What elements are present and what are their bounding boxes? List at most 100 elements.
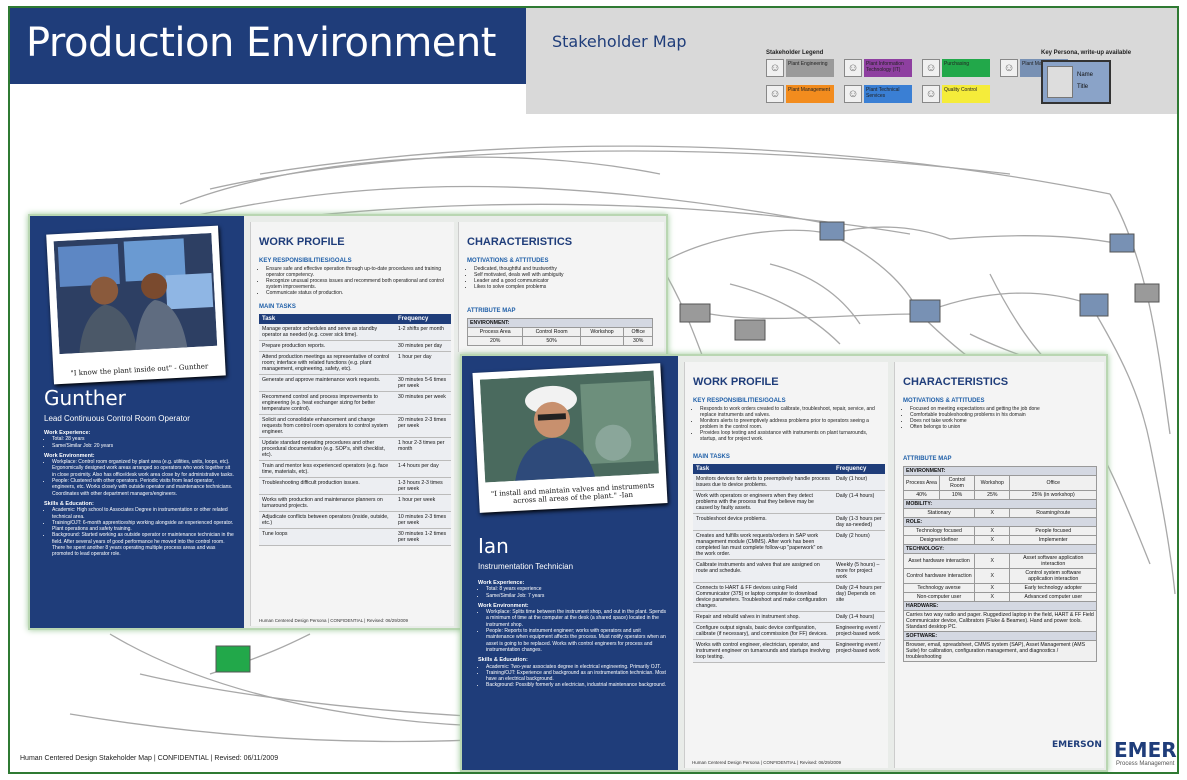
key-persona-title: Key Persona, write-up available [1041, 50, 1132, 56]
env-col: Workshop [579, 327, 625, 337]
table-row: Monitors devices for alerts to preemptiv… [693, 474, 885, 491]
ian-motiv-title: MOTIVATIONS & ATTITUDES [903, 398, 985, 404]
task-cell: Troubleshooting difficult production iss… [259, 477, 395, 495]
gunther-env-workplace: Workplace: Control room organized by pla… [52, 459, 234, 478]
freq-cell: 1-3 hours 2-3 times per week [395, 477, 451, 495]
title-bar: Production Environment [10, 8, 526, 84]
ian-motiv-list: Focused on meeting expectations and gett… [903, 406, 1097, 430]
ian-attr-title: ATTRIBUTE MAP [903, 456, 952, 462]
node-purchasing[interactable] [215, 645, 251, 673]
node-maintenance[interactable] [1109, 233, 1135, 253]
freq-cell: Daily (1-3 hours per day as-needed) [833, 513, 885, 531]
person-icon: ☺ [844, 59, 862, 77]
table-row: Calibrate instruments and valves that ar… [693, 559, 885, 583]
mobility-label: MOBILITY: [903, 499, 1097, 509]
table-row: Repair and rebuild valves in instrument … [693, 611, 885, 623]
table-row: Troubleshooting difficult production iss… [259, 477, 451, 495]
node-operator[interactable] [1079, 293, 1109, 317]
gunther-work-exp-total: Total: 28 years [52, 436, 234, 442]
ian-motiv-item: Focused on meeting expectations and gett… [910, 406, 1097, 412]
gunther-work-profile-title: WORK PROFILE [259, 236, 345, 248]
env-val: 30% [623, 336, 653, 346]
ian-details: Work Experience: Total: 8 years experien… [478, 576, 668, 689]
persona-photo-placeholder [1047, 66, 1073, 98]
task-cell: Monitors devices for alerts to preemptiv… [693, 474, 833, 491]
env-val: 25% [974, 490, 1011, 500]
node-engineer[interactable] [909, 299, 941, 323]
role-label: ROLE: [903, 517, 1097, 527]
gunther-key-resp-title: KEY RESPONSIBILITIES/GOALS [259, 258, 352, 264]
role-mark: X [974, 535, 1011, 545]
persona-card-gunther: "I know the plant inside out" - Gunther … [28, 214, 668, 630]
node-manager[interactable] [819, 221, 845, 241]
ian-key-resp-item: Monitors alerts to preemptively address … [700, 418, 883, 430]
person-icon: ☺ [1000, 59, 1018, 77]
legend-item: ☺Quality Control [922, 84, 998, 104]
freq-cell: Weekly (5 hours) – more for project work [833, 559, 885, 583]
person-icon: ☺ [766, 85, 784, 103]
gunther-key-resp-item: Ensure safe and effective operation thro… [266, 266, 449, 278]
task-cell: Attend production meetings as representa… [259, 351, 395, 375]
persona-card-ian: "I install and maintain valves and instr… [460, 354, 1108, 772]
freq-cell: Engineering event / project-based work [833, 622, 885, 640]
env-col: Control Room [938, 475, 976, 491]
node-planner[interactable] [679, 303, 711, 323]
env-val: 40% [903, 490, 940, 500]
task-cell: Tune loops [259, 528, 395, 546]
ian-attr-table: ENVIRONMENT: Process Area Control Room W… [902, 466, 1097, 662]
hardware-text: Carries two way radio and pager. Ruggedi… [903, 610, 1097, 632]
gunther-env-title: Work Environment: [44, 452, 95, 459]
ian-profile: "I install and maintain valves and instr… [462, 356, 678, 770]
freq-cell: 1 hour per day [395, 351, 451, 375]
legend-label: Plant Management [786, 85, 834, 103]
task-cell: Prepare production reports. [259, 340, 395, 352]
gunther-motiv-item: Dedicated, thoughtful and trustworthy [474, 266, 657, 272]
task-col-header: Task [259, 314, 395, 324]
gunther-work-exp-same: Same/Similar Job: 20 years [52, 443, 234, 449]
mobility-mark: X [974, 508, 1011, 518]
env-col: Office [1009, 475, 1097, 491]
ian-env-title: Work Environment: [478, 602, 529, 609]
ian-name: Ian [478, 534, 509, 558]
env-label: ENVIRONMENT: [467, 318, 653, 328]
table-row: Prepare production reports.30 minutes pe… [259, 340, 451, 352]
task-cell: Train and mentor less experienced operat… [259, 460, 395, 478]
task-cell: Troubleshoot device problems. [693, 513, 833, 531]
gunther-motiv-item: Self motivated, deals well with ambiguit… [474, 272, 657, 278]
ian-photo: "I install and maintain valves and instr… [472, 363, 668, 513]
freq-col-header: Frequency [833, 464, 885, 474]
ian-main-tasks-title: MAIN TASKS [693, 454, 730, 460]
gunther-photo-image [53, 232, 218, 355]
task-cell: Solicit and consolidate enhancement and … [259, 414, 395, 438]
gunther-skills-background: Background: Started working as outside o… [52, 532, 234, 557]
node-qc[interactable] [1134, 283, 1160, 303]
table-row: Configure output signals, basic device c… [693, 622, 885, 640]
freq-cell: Daily (1-4 hours) [833, 611, 885, 623]
ian-work-exp-same: Same/Similar Job: 7 years [486, 593, 668, 599]
task-cell: Creates and fulfills work requests/order… [693, 530, 833, 560]
task-cell: Connects to HART & FF devices using Fiel… [693, 582, 833, 612]
legend-label: Plant Technical Services [864, 85, 912, 103]
person-icon: ☺ [766, 59, 784, 77]
legend-label: Plant Information Technology (IT) [864, 59, 912, 77]
env-col: Control Room [522, 327, 581, 337]
tech-mark: X [974, 568, 1011, 584]
gunther-profile: "I know the plant inside out" - Gunther … [30, 216, 244, 628]
freq-cell: Engineering event / project-based work [833, 639, 885, 663]
table-row: Work with operators or engineers when th… [693, 490, 885, 514]
freq-cell: 30 minutes 5-6 times per week [395, 374, 451, 392]
ian-work-profile-title: WORK PROFILE [693, 376, 779, 388]
gunther-char-title: CHARACTERISTICS [467, 236, 573, 248]
task-col-header: Task [693, 464, 833, 474]
gunther-details: Work Experience: Total: 28 years Same/Si… [44, 426, 234, 558]
node-engineering[interactable] [734, 319, 766, 341]
gunther-main-tasks-title: MAIN TASKS [259, 304, 296, 310]
table-row: Update standard operating procedures and… [259, 437, 451, 461]
role-left: Technology focused [902, 526, 976, 536]
tech-mark: X [974, 583, 1011, 593]
role-right: People focused [1009, 526, 1097, 536]
freq-cell: 30 minutes per week [395, 391, 451, 415]
freq-col-header: Frequency [395, 314, 451, 324]
env-val: 25% (in workshop) [1009, 490, 1097, 500]
role-right: Implementer [1009, 535, 1097, 545]
